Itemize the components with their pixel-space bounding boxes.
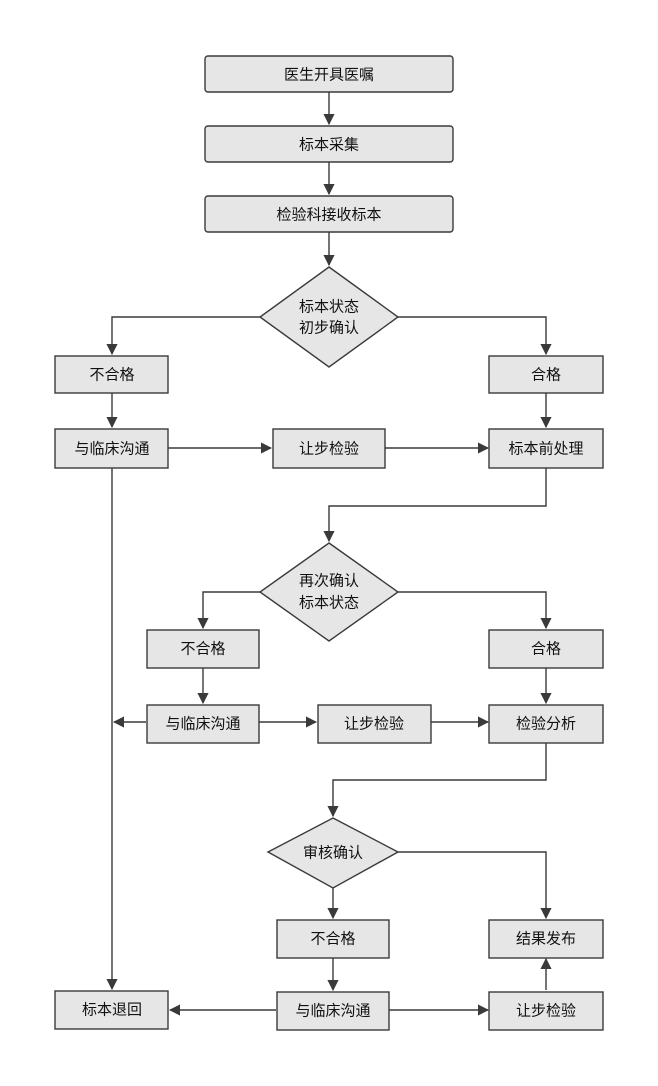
- decision-recheck-line1: 再次确认: [299, 572, 359, 590]
- node-accept-2: 合格: [488, 629, 604, 669]
- node-pretreatment-label: 标本前处理: [508, 440, 583, 458]
- node-pretreatment: 标本前处理: [488, 428, 604, 469]
- node-communicate-2: 与临床沟通: [146, 704, 260, 744]
- node-concession-1: 让步检验: [272, 428, 386, 469]
- node-communicate-1: 与临床沟通: [54, 428, 169, 469]
- node-concession-2-label: 让步检验: [344, 715, 404, 733]
- node-doctor-order-label: 医生开具医嘱: [284, 66, 374, 84]
- node-accept-1: 合格: [488, 355, 604, 394]
- node-lab-receive: 检验科接收标本: [204, 195, 454, 233]
- node-reject-2-label: 不合格: [180, 640, 225, 658]
- edges: [106, 92, 552, 1016]
- node-accept-1-label: 合格: [531, 366, 561, 384]
- decision-review: 审核确认: [266, 817, 400, 889]
- node-concession-3: 让步检验: [488, 991, 604, 1031]
- node-analysis-label: 检验分析: [516, 715, 576, 733]
- node-reject-3-label: 不合格: [310, 930, 355, 948]
- edge-check1-to-accept1: [398, 316, 552, 356]
- decision-initial-check: 标本状态 初步确认: [258, 266, 400, 368]
- edge-check2-to-reject2: [197, 591, 260, 630]
- node-reject-3: 不合格: [276, 919, 390, 959]
- node-communicate-3: 与临床沟通: [276, 991, 390, 1031]
- node-concession-2: 让步检验: [317, 704, 432, 744]
- node-communicate-3-label: 与临床沟通: [295, 1002, 370, 1020]
- edge-review-to-release: [398, 851, 552, 920]
- node-communicate-2-label: 与临床沟通: [165, 715, 240, 733]
- node-sample-collection-label: 标本采集: [299, 136, 359, 154]
- node-communicate-1-label: 与临床沟通: [74, 440, 149, 458]
- node-concession-3-label: 让步检验: [516, 1002, 576, 1020]
- node-analysis: 检验分析: [488, 704, 604, 744]
- decision-recheck: 再次确认 标本状态: [258, 542, 400, 642]
- node-result-release: 结果发布: [488, 919, 604, 959]
- decision-recheck-line2: 标本状态: [299, 594, 359, 612]
- edge-analysis-to-review: [327, 742, 547, 818]
- decision-initial-check-line1: 标本状态: [299, 298, 359, 316]
- edge-check2-to-accept2: [398, 591, 552, 630]
- node-sample-return: 标本退回: [54, 990, 169, 1030]
- node-reject-1-label: 不合格: [89, 366, 134, 384]
- edge-pretreat-to-check2: [323, 468, 547, 543]
- node-result-release-label: 结果发布: [516, 930, 576, 948]
- decision-review-label: 审核确认: [303, 844, 363, 862]
- node-sample-collection: 标本采集: [204, 125, 454, 163]
- node-reject-2: 不合格: [146, 629, 260, 669]
- node-accept-2-label: 合格: [531, 640, 561, 658]
- node-doctor-order: 医生开具医嘱: [204, 55, 454, 93]
- node-reject-1: 不合格: [54, 355, 169, 394]
- node-concession-1-label: 让步检验: [299, 440, 359, 458]
- edge-check1-to-reject1: [106, 316, 260, 356]
- node-lab-receive-label: 检验科接收标本: [276, 206, 381, 224]
- decision-initial-check-line2: 初步确认: [299, 319, 359, 337]
- node-sample-return-label: 标本退回: [82, 1001, 142, 1019]
